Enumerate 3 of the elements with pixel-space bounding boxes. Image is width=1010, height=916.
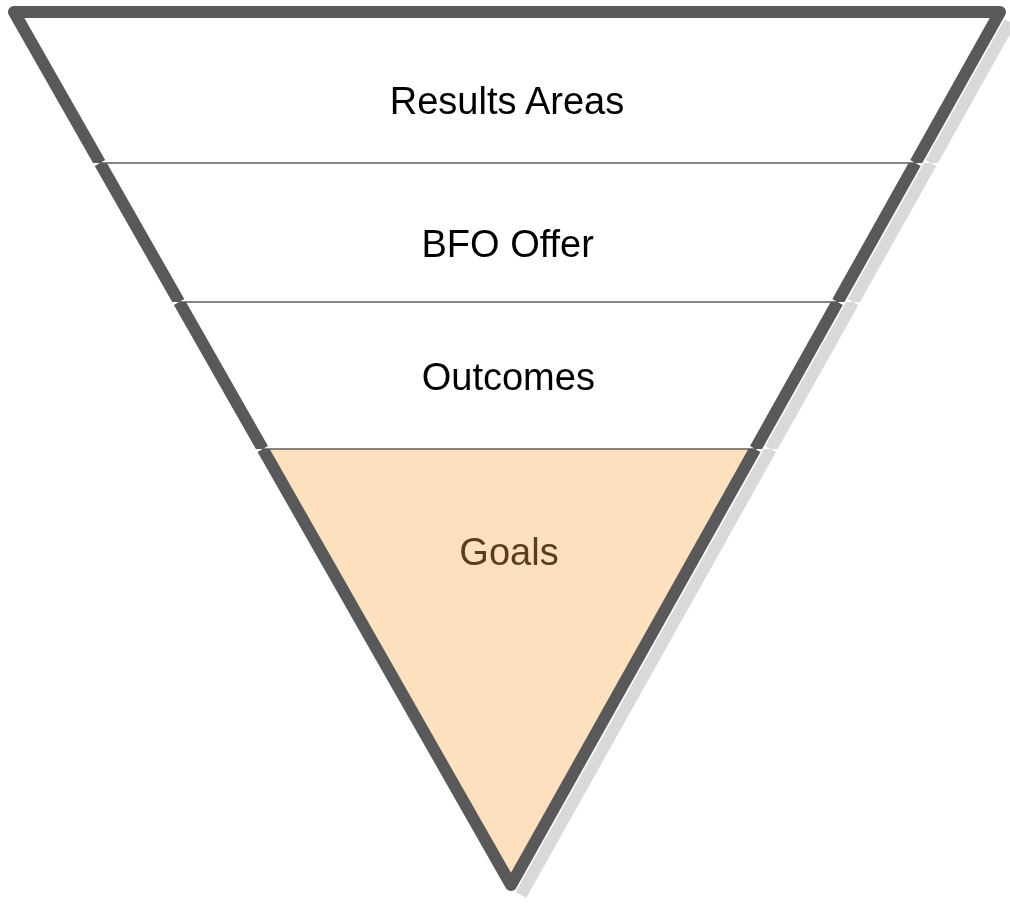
band-label: BFO Offer [421, 223, 594, 266]
band-label: Outcomes [421, 356, 595, 399]
band-label: Results Areas [389, 80, 625, 123]
